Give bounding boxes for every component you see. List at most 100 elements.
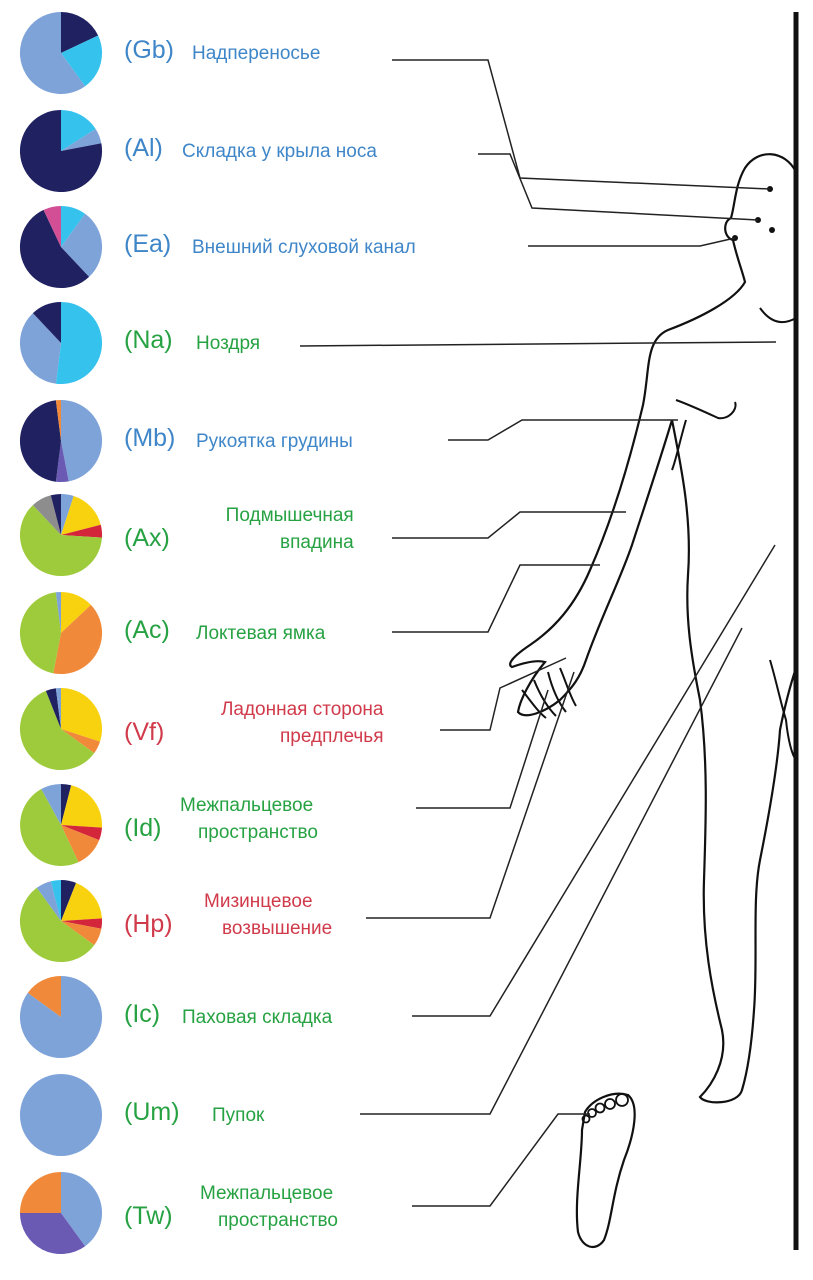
site-code: (Mb)	[124, 424, 176, 452]
pie-slice	[61, 35, 103, 87]
pie-slice	[19, 313, 62, 384]
pie-slice	[61, 783, 72, 825]
pie-slice	[61, 879, 77, 921]
site-code: (Um)	[124, 1098, 180, 1126]
pie-slice	[55, 441, 69, 483]
pie-slice	[61, 729, 101, 754]
body-outline	[509, 153, 798, 1104]
site-code: (Ea)	[124, 230, 172, 258]
site-name: Складка у крыла носа	[182, 138, 377, 165]
pie-slice	[55, 399, 61, 441]
pie-slice	[27, 975, 61, 1017]
pie-slice	[55, 591, 61, 633]
site-code: (Id)	[124, 814, 162, 842]
pie-slice	[61, 918, 103, 929]
pie-slice	[19, 887, 95, 963]
site-name-line: впадина	[280, 532, 354, 553]
pie-slice	[32, 495, 61, 535]
pie-slice	[61, 399, 103, 482]
pie-slice	[45, 688, 61, 729]
pie-slice	[19, 209, 90, 289]
pie-slice	[19, 975, 103, 1059]
site-code: (Ac)	[124, 616, 170, 644]
site-code: (Al)	[124, 134, 163, 162]
pie-chart-na	[19, 301, 103, 385]
pie-slice	[19, 690, 95, 771]
collarbone	[675, 399, 737, 420]
site-name: Пупок	[212, 1102, 264, 1129]
pie-chart-hp	[19, 879, 103, 963]
pie-slice	[20, 789, 79, 866]
pie-chart-ea	[19, 205, 103, 289]
pie-slice	[61, 129, 102, 151]
leader-line-0	[392, 59, 771, 190]
pie-slice	[61, 921, 102, 946]
pie-chart-um	[19, 1073, 103, 1157]
pie-slice	[19, 400, 62, 482]
neck-line	[759, 307, 797, 324]
site-name-line: предплечья	[280, 726, 384, 747]
pie-chart-mb	[19, 399, 103, 483]
armpit-line	[671, 419, 687, 471]
pie-slice	[50, 879, 61, 921]
site-name-line: Межпальцевое	[180, 795, 314, 816]
leader-line-10	[412, 544, 776, 1017]
pie-slice	[19, 11, 86, 95]
face-details	[732, 186, 775, 241]
leader-line-5	[392, 511, 626, 539]
pie-slice	[19, 505, 102, 577]
site-code: (Ax)	[124, 524, 170, 552]
site-name-line: Складка у крыла носа	[182, 141, 377, 162]
site-name: Подмышечная впадина	[190, 502, 354, 556]
site-code: (Vf)	[124, 718, 165, 746]
site-name-line: Надпереносье	[192, 43, 321, 64]
pie-chart-tw	[19, 1171, 103, 1255]
site-name-line: Мизинцевое	[204, 891, 313, 912]
pie-chart-id	[20, 783, 103, 866]
pie-slice	[61, 11, 99, 54]
site-name: Локтевая ямка	[196, 620, 325, 647]
leader-line-9	[366, 671, 575, 919]
site-name-line: Подмышечная	[225, 505, 354, 526]
leader-line-3	[299, 341, 777, 347]
leader-line-7	[440, 657, 567, 731]
pie-chart-vf	[19, 687, 103, 771]
site-name: Внешний слуховой канал	[192, 234, 416, 261]
site-name-line: Ноздря	[196, 333, 261, 354]
pie-slice	[55, 301, 103, 385]
pie-chart-al	[19, 109, 103, 193]
site-name: Ноздря	[196, 330, 260, 357]
site-name-line: Ладонная сторона	[220, 699, 384, 720]
pie-slice	[41, 783, 61, 825]
site-name-line: Паховая складка	[182, 1007, 333, 1028]
hip-line	[769, 659, 797, 761]
pie-slice	[19, 1171, 62, 1213]
pie-slice	[61, 825, 100, 863]
site-name-line: Межпальцевое	[200, 1183, 334, 1204]
pie-slice	[61, 205, 86, 247]
site-name: Рукоятка грудины	[196, 428, 353, 455]
pie-slice	[43, 205, 61, 247]
leader-line-1	[478, 153, 759, 221]
site-name-line: Рукоятка грудины	[196, 431, 353, 452]
site-code: (Na)	[124, 326, 173, 354]
pie-slice	[61, 524, 103, 538]
pie-slice	[61, 495, 101, 535]
leader-line-12	[412, 1113, 590, 1207]
pie-slice	[61, 213, 103, 277]
leader-line-6	[392, 564, 600, 633]
site-name-line: Пупок	[212, 1105, 265, 1126]
site-name-line: Внешний слуховой канал	[192, 237, 416, 258]
pie-chart-gb	[19, 11, 103, 95]
pie-chart-ac	[19, 591, 103, 675]
leader-line-2	[528, 237, 736, 247]
pie-slice	[61, 687, 103, 742]
site-code: (Gb)	[124, 36, 174, 64]
site-name: Надпереносье	[192, 40, 320, 67]
pie-slice	[19, 592, 61, 674]
leader-lines	[299, 59, 777, 1207]
